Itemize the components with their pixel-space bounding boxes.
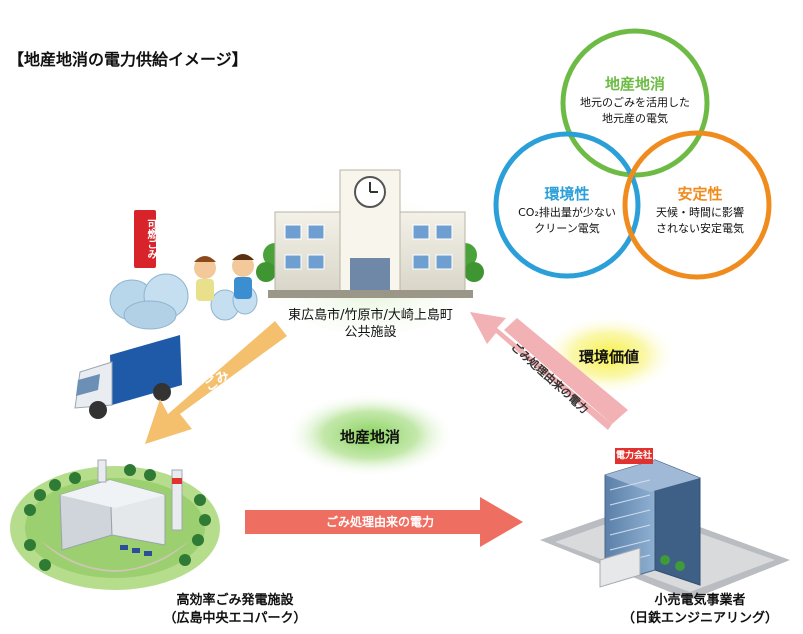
power-arrow-bottom-label: ごみ処理由来の電力	[325, 515, 434, 529]
venn-stability-line2: されない安定電気	[656, 222, 744, 235]
garbage-illustration	[109, 210, 258, 330]
venn-local-title: 地産地消	[604, 75, 665, 93]
venn-environment-line1: CO₂排出量が少ない	[518, 206, 616, 219]
plant-line1: 高効率ごみ発電施設	[176, 593, 294, 608]
environment-value-label: 環境価値	[578, 348, 639, 366]
venn-stability-title: 安定性	[677, 185, 723, 203]
venn-diagram	[493, 28, 772, 280]
page-title: 【地産地消の電力供給イメージ】	[8, 50, 248, 69]
venn-circle-environment	[493, 131, 641, 279]
retailer-line1: 小売電気事業者	[654, 593, 746, 608]
public-facility-line1: 東広島市/竹原市/大崎上島町	[288, 308, 453, 323]
venn-circle-stability	[622, 130, 772, 280]
garbage-truck-illustration	[74, 335, 182, 419]
plant-line2: （広島中央エコパーク）	[163, 611, 307, 626]
garbage-arrow	[145, 321, 287, 444]
venn-local-line2: 地元産の電気	[602, 112, 668, 125]
venn-environment-title: 環境性	[544, 185, 590, 203]
public-facility-illustration	[255, 169, 485, 335]
venn-local-line1: 地元のごみを活用した	[580, 96, 690, 109]
retailer-building-illustration	[540, 448, 790, 600]
power-arrow-to-public	[470, 312, 628, 430]
garbage-tag: 可燃ごみ	[145, 219, 156, 259]
company-sign: 電力会社	[615, 451, 652, 461]
power-arrow-bottom	[245, 497, 523, 547]
retailer-line2: （日鉄エンジニアリング）	[621, 611, 778, 626]
waste-power-plant-illustration	[10, 459, 220, 590]
local-production-label: 地産地消	[339, 428, 400, 446]
public-facility-line2: 公共施設	[344, 325, 397, 340]
local-production-glow	[285, 393, 455, 477]
venn-circle-local	[560, 28, 710, 178]
venn-environment-line2: クリーン電気	[534, 222, 600, 235]
venn-stability-line1: 天候・時間に影響	[656, 206, 744, 219]
